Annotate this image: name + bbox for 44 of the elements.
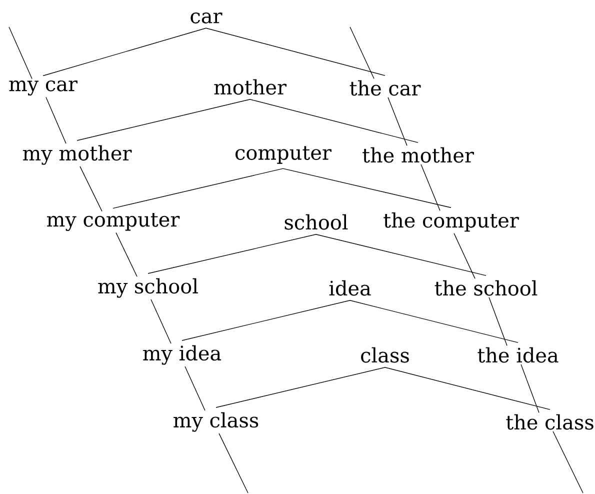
diagonal-line xyxy=(552,431,584,494)
diagonal-line xyxy=(420,164,440,211)
branch-line xyxy=(76,99,250,141)
branch-line xyxy=(250,99,418,143)
branch-line xyxy=(350,300,518,343)
branch-line xyxy=(282,168,452,208)
phrase-text: my class xyxy=(174,412,258,432)
phrase-text: the class xyxy=(506,414,594,430)
diagonal-line xyxy=(150,299,172,344)
phrase-text: my idea xyxy=(143,345,222,365)
branch-line xyxy=(42,28,206,76)
diagonal-line xyxy=(218,433,248,494)
noun-text: class xyxy=(361,347,409,363)
diagonal-line xyxy=(46,96,66,144)
branch-line xyxy=(148,234,316,274)
phrase-text: my mother xyxy=(22,145,132,165)
noun-text: mother xyxy=(214,79,287,95)
phrase-text: my school xyxy=(98,278,198,298)
diagonal-line xyxy=(388,97,408,146)
diagonal-line xyxy=(184,366,206,411)
diagonal-line xyxy=(116,232,138,277)
diagonal-line xyxy=(350,26,374,79)
phrase-text: the mother xyxy=(362,147,474,163)
diagonal-line xyxy=(80,166,102,212)
noun-text: computer xyxy=(236,146,332,164)
diagonal-line xyxy=(520,364,540,413)
branch-line xyxy=(206,28,386,76)
branch-line xyxy=(316,234,486,276)
phrase-text: my car xyxy=(9,80,78,96)
phrase-text: the computer xyxy=(384,212,519,232)
noun-text: idea xyxy=(329,280,371,296)
noun-text: car xyxy=(190,12,222,24)
diagonal-line xyxy=(8,26,32,80)
phrase-text: my computer xyxy=(47,213,180,231)
phrase-text: the school xyxy=(434,280,538,296)
phrase-text: the idea xyxy=(478,347,558,363)
branch-line xyxy=(112,168,284,209)
noun-text: school xyxy=(284,214,348,230)
phrase-text: the car xyxy=(350,80,421,96)
branch-line xyxy=(216,367,386,408)
diagonal-line xyxy=(488,297,508,346)
branch-line xyxy=(384,367,550,410)
diagonal-line xyxy=(454,232,476,279)
branch-line xyxy=(182,300,350,341)
